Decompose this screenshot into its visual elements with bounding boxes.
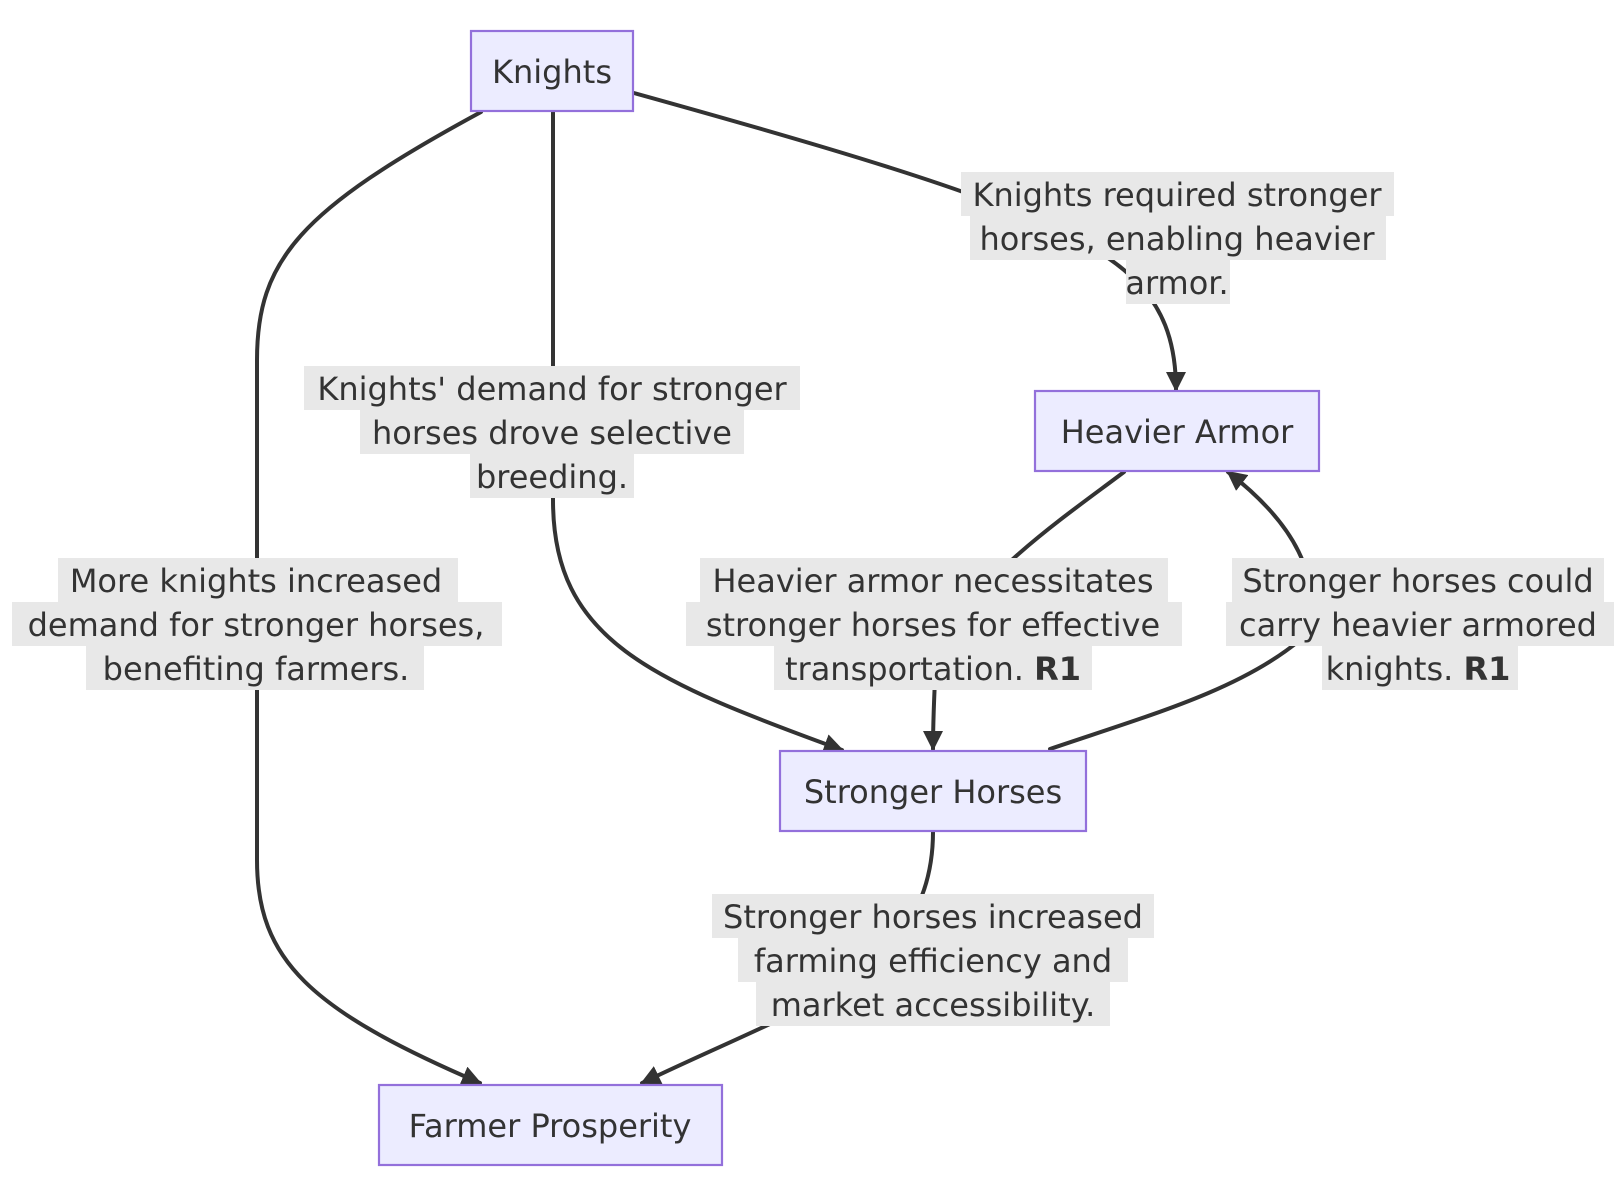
edge-labels: Knights required stronger horses, enabli… xyxy=(12,172,1614,1026)
label-line: More knights increased xyxy=(70,562,442,600)
node-label: Stronger Horses xyxy=(804,773,1062,811)
label-line: Stronger horses increased xyxy=(723,898,1143,936)
loop-tag-r1: R1 xyxy=(1034,650,1081,688)
label-line: transportation. R1 xyxy=(785,650,1081,688)
label-line: armor. xyxy=(1125,264,1228,302)
label-line: farming efficiency and xyxy=(754,942,1112,980)
label-line: stronger horses for effective xyxy=(706,606,1160,644)
label-line: carry heavier armored xyxy=(1239,606,1597,644)
label-line-text: transportation. xyxy=(785,650,1024,688)
label-line: Heavier armor necessitates xyxy=(712,562,1153,600)
edge-knights-to-stronger-horses xyxy=(551,110,844,754)
edge-label-knights-to-farmers: More knights increased demand for strong… xyxy=(12,558,502,690)
edge-label-horses-to-farmers: Stronger horses increased farming effici… xyxy=(712,894,1154,1026)
node-label: Farmer Prosperity xyxy=(409,1107,692,1145)
nodes: Knights Heavier Armor Stronger Horses Fa… xyxy=(377,29,1321,1167)
node-heavier-armor[interactable]: Heavier Armor xyxy=(1033,389,1321,473)
label-line-text: knights. xyxy=(1326,650,1454,688)
edge-label-armor-to-horses: Heavier armor necessitates stronger hors… xyxy=(686,558,1182,690)
label-line: breeding. xyxy=(476,458,628,496)
label-line: Stronger horses could xyxy=(1242,562,1593,600)
node-label: Knights xyxy=(492,53,612,91)
edge-label-knights-to-armor: Knights required stronger horses, enabli… xyxy=(961,172,1394,304)
label-line: demand for stronger horses, xyxy=(28,606,485,644)
label-line: Knights required stronger xyxy=(972,176,1382,214)
label-line: Knights' demand for stronger xyxy=(317,370,787,408)
node-farmer-prosperity[interactable]: Farmer Prosperity xyxy=(377,1083,724,1167)
node-label: Heavier Armor xyxy=(1061,413,1294,451)
label-line: market accessibility. xyxy=(771,986,1096,1024)
edge-knights-to-farmer-prosperity xyxy=(255,110,483,1086)
label-line: horses drove selective xyxy=(372,414,732,452)
edge-label-horses-to-armor: Stronger horses could carry heavier armo… xyxy=(1226,558,1614,690)
loop-tag-r1: R1 xyxy=(1463,650,1510,688)
node-knights[interactable]: Knights xyxy=(469,29,635,113)
label-line: horses, enabling heavier xyxy=(979,220,1375,258)
edge-label-knights-to-horses: Knights' demand for stronger horses drov… xyxy=(304,366,800,498)
label-line: benefiting farmers. xyxy=(103,650,410,688)
label-line: knights. R1 xyxy=(1326,650,1511,688)
node-stronger-horses[interactable]: Stronger Horses xyxy=(778,749,1088,833)
